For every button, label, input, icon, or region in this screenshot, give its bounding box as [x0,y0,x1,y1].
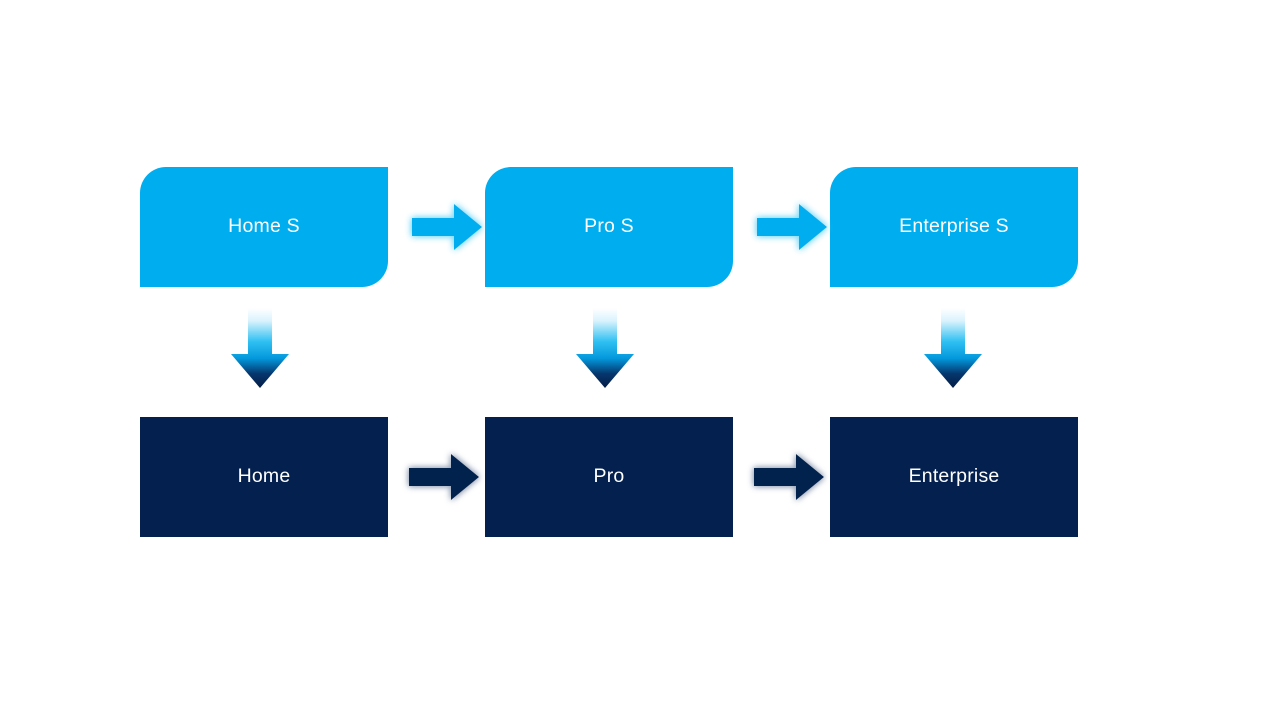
node-home-s-label: Home S [228,215,300,238]
arrow-pro-s-to-enterprise-s [749,197,835,257]
node-pro-label: Pro [593,465,625,488]
node-enterprise-s-label: Enterprise S [899,215,1009,238]
node-home-s[interactable]: Home S [140,167,388,287]
node-enterprise-s[interactable]: Enterprise S [830,167,1078,287]
node-pro[interactable]: Pro [485,417,733,537]
arrow-home-to-pro [401,447,487,507]
node-enterprise-label: Enterprise [908,465,1000,488]
arrow-home-s-to-home [229,308,291,392]
arrow-pro-to-enterprise [746,447,832,507]
arrow-pro-s-to-pro [574,308,636,392]
node-home[interactable]: Home [140,417,388,537]
node-pro-s[interactable]: Pro S [485,167,733,287]
arrow-enterprise-s-to-enterprise [922,308,984,392]
node-pro-s-label: Pro S [584,215,634,238]
arrow-home-s-to-pro-s [404,197,490,257]
node-enterprise[interactable]: Enterprise [830,417,1078,537]
node-home-label: Home [237,465,291,488]
